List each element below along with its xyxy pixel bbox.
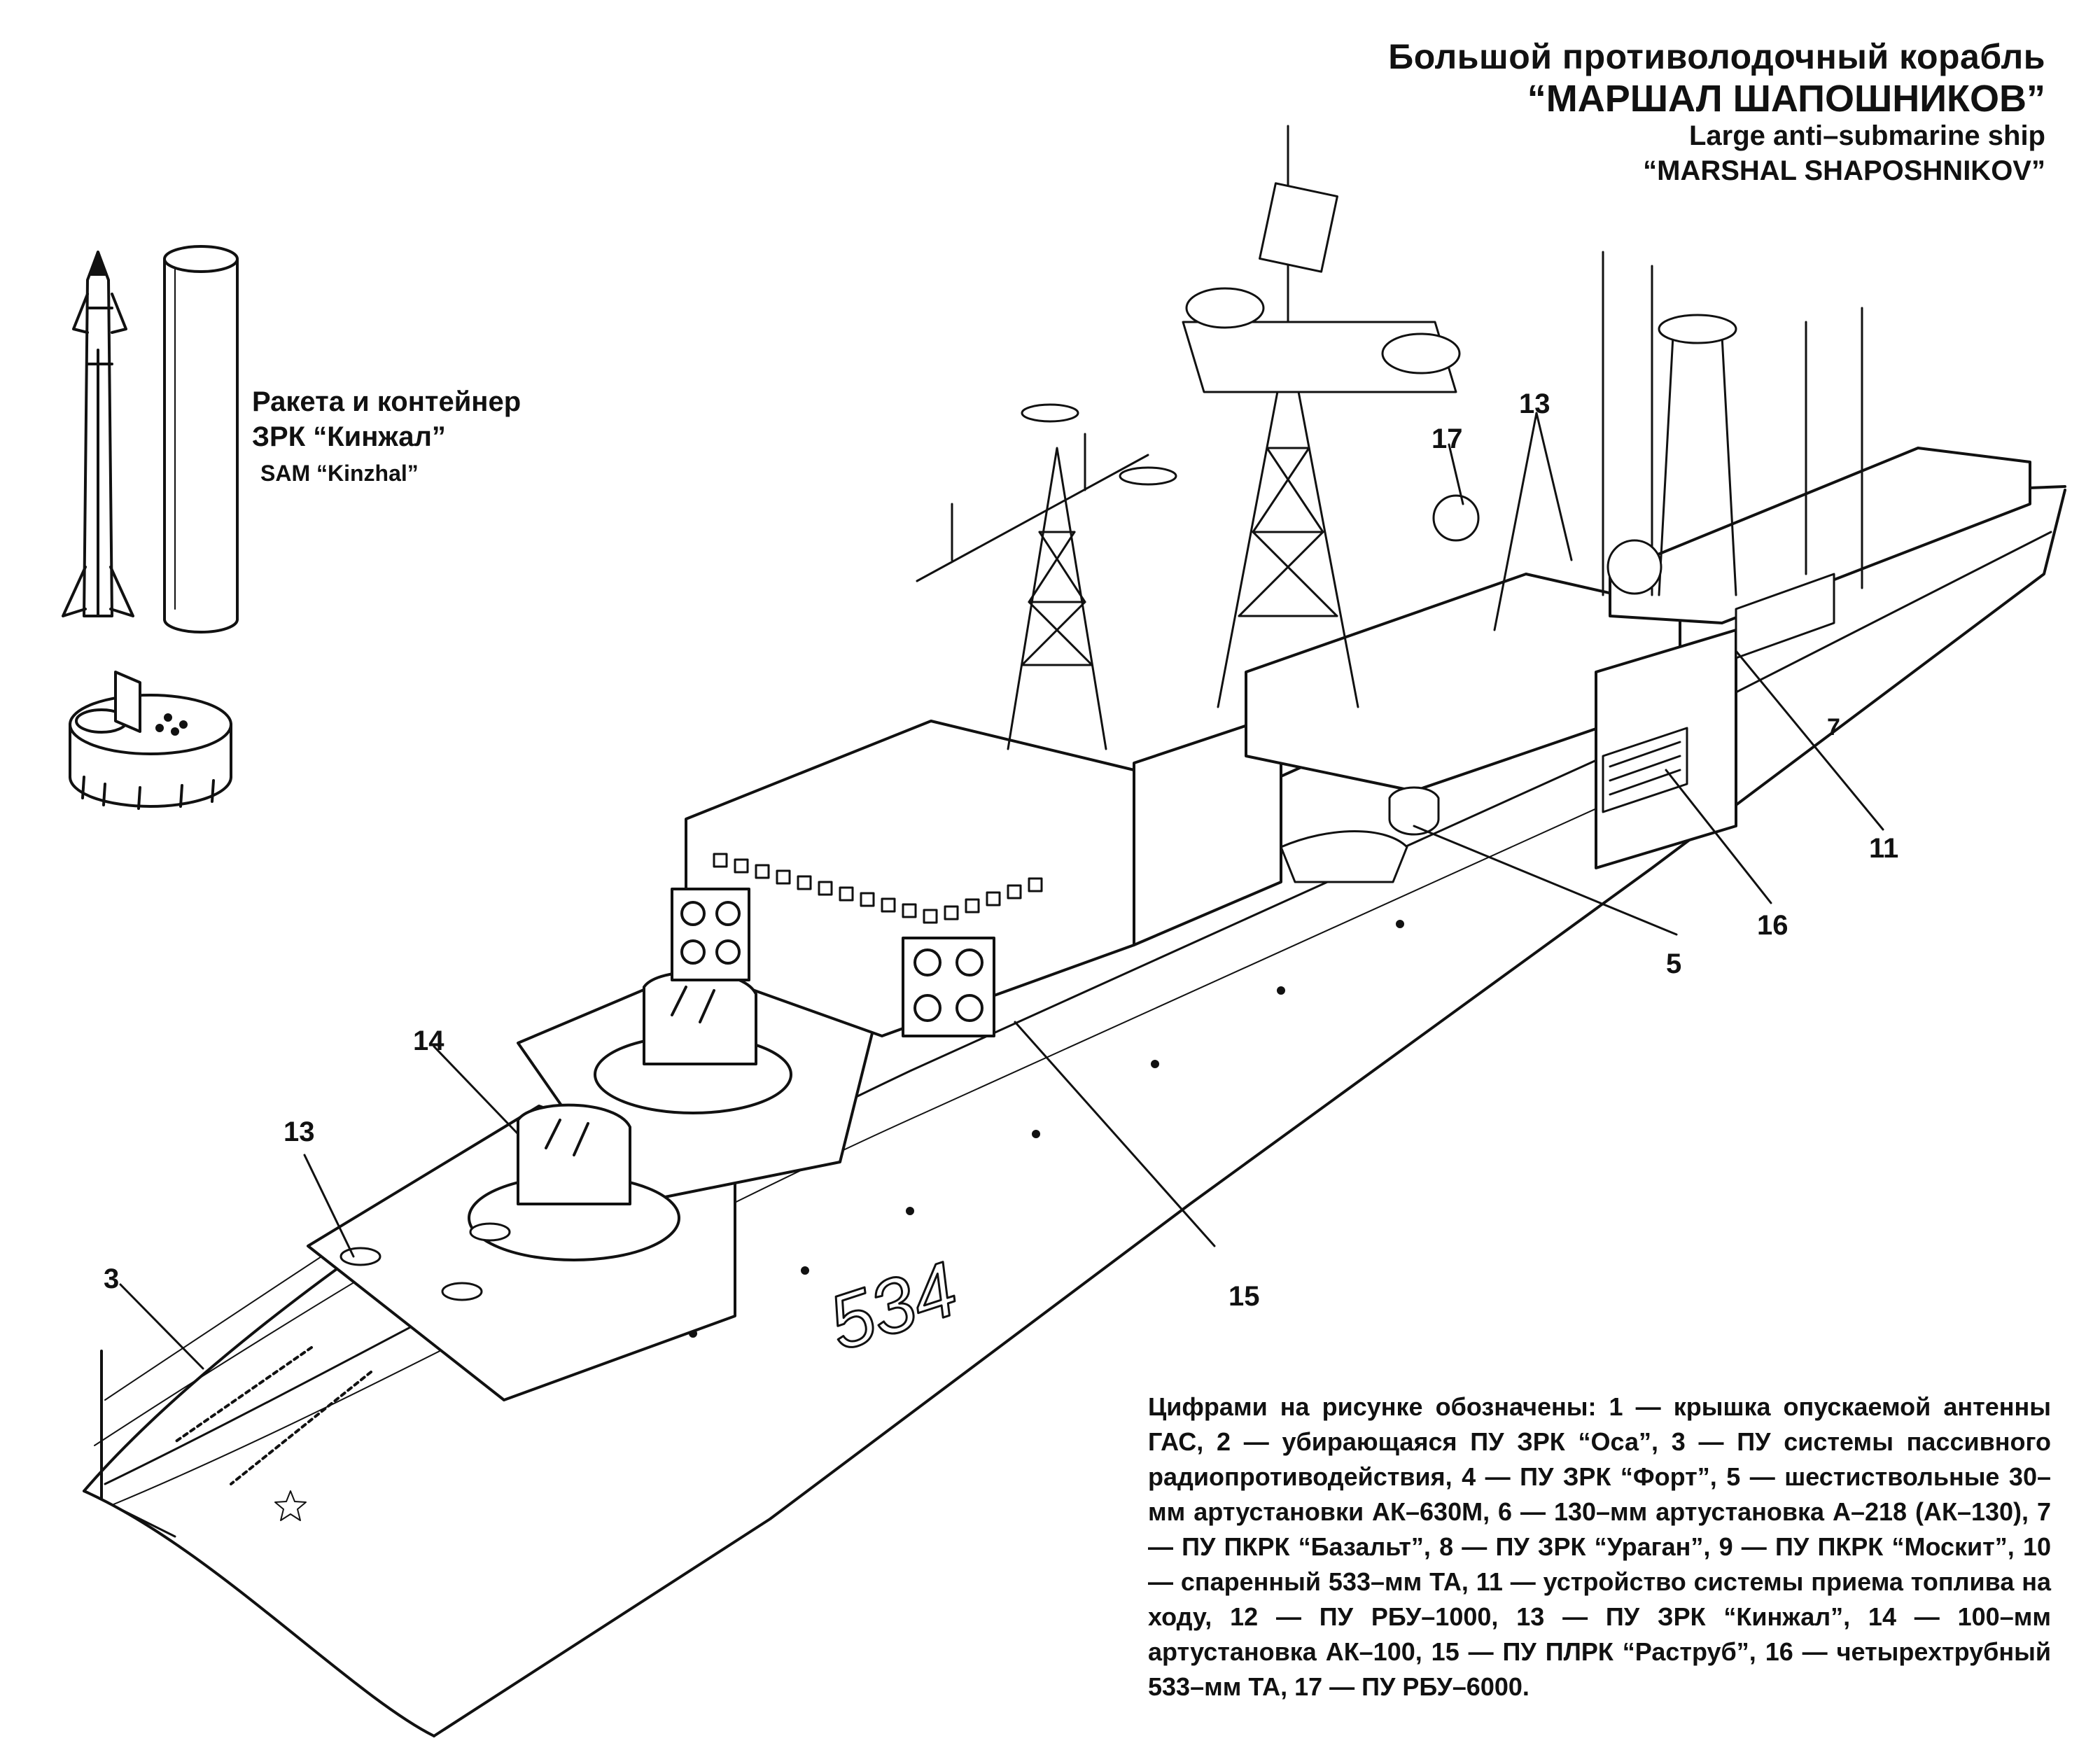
callout-11: 11 xyxy=(1869,833,1899,864)
inset-caption-en: SAM “Kinzhal” xyxy=(260,461,419,486)
gun-turret-forward xyxy=(468,1103,680,1261)
title-english-line1: Large anti–submarine ship xyxy=(1688,120,2045,151)
hull-number: 534 xyxy=(818,1245,967,1367)
callout-15: 15 xyxy=(1228,1281,1260,1312)
rbu-6000-launcher xyxy=(1432,494,1662,595)
callout-7: 7 xyxy=(1827,714,1840,741)
callout-16: 16 xyxy=(1757,910,1788,941)
callout-3: 3 xyxy=(104,1264,120,1294)
callout-leader-lines xyxy=(119,412,1884,1370)
masts xyxy=(916,125,1863,750)
ak630-mount xyxy=(1388,786,1440,836)
inset-caption-ru-line1: Ракета и контейнер xyxy=(252,386,522,417)
title-russian-line1: Большой противолодочный корабль xyxy=(1388,37,2045,76)
torpedo-tubes-aft xyxy=(1602,573,1835,813)
kinzhal-container-illustration xyxy=(163,245,239,634)
title-russian-line2: “МАРШАЛ ШАПОШНИКОВ” xyxy=(1527,78,2045,120)
kinzhal-missile-illustration xyxy=(62,251,134,617)
kinzhal-launcher-illustration xyxy=(69,671,232,810)
callout-14: 14 xyxy=(413,1026,444,1056)
callout-13-aft: 13 xyxy=(1519,388,1550,419)
legend-text: Цифрами на рисунке обозначены: 1 — крышк… xyxy=(1148,1392,2051,1701)
bridge-windows xyxy=(713,853,1043,924)
callout-13-forward: 13 xyxy=(284,1116,315,1147)
callout-5: 5 xyxy=(1666,948,1682,979)
rastrub-launchers xyxy=(671,888,995,1037)
gun-turret-aft xyxy=(594,970,792,1114)
callout-17: 17 xyxy=(1432,424,1463,454)
title-english-line2: “MARSHAL SHAPOSHNIKOV” xyxy=(1643,155,2045,186)
ship-boat xyxy=(1280,830,1408,883)
inset-caption-ru-line2: ЗРК “Кинжал” xyxy=(252,421,446,452)
